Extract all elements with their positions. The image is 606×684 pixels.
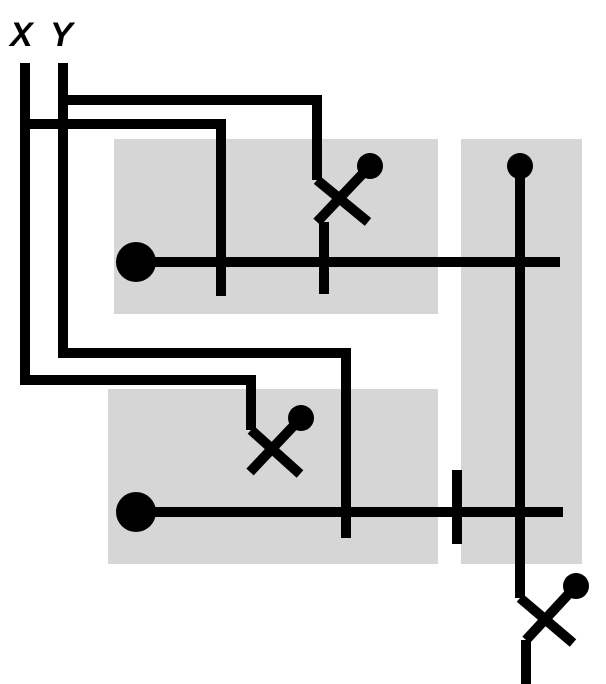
input-label-x: X: [8, 16, 35, 54]
wire-y-trunk: [58, 63, 351, 538]
panel-top-left: [114, 139, 438, 314]
cross-mid-node: [288, 405, 314, 431]
panel-bottom-left: [108, 389, 438, 564]
wire-y-branch-top: [63, 95, 322, 180]
wire-x-trunk: [20, 63, 256, 430]
wire-x-branch-top: [25, 119, 226, 296]
cross-top-node: [357, 153, 383, 179]
input-label-y: Y: [50, 16, 76, 54]
cross-br-node: [563, 573, 589, 599]
